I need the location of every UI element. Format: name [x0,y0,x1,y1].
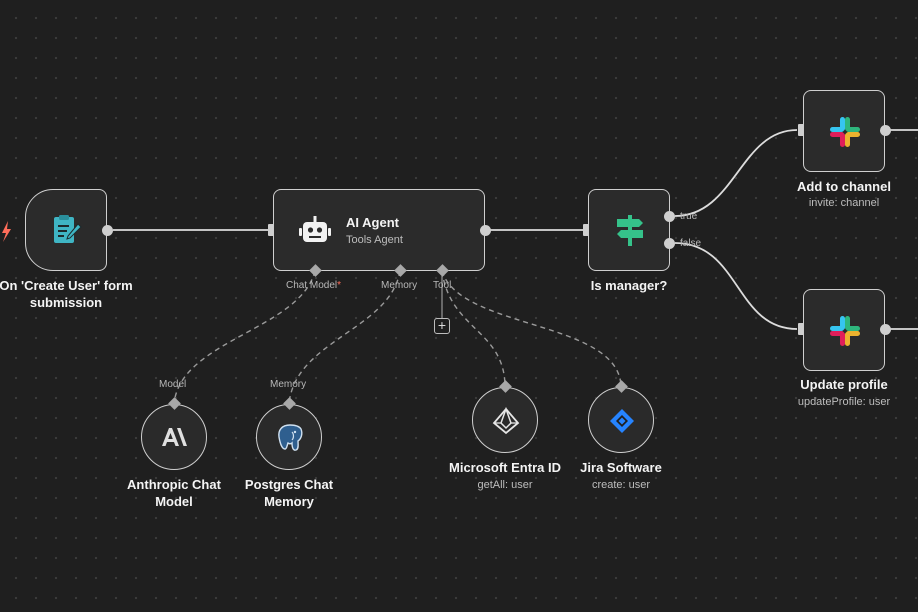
anthropic-title-line2: Model [155,494,193,509]
postgres-elephant-icon [274,422,306,454]
trigger-bolt-shape [2,221,11,242]
chat-model-port-text: Chat Model [286,280,338,291]
slack-add-subtitle: invite: channel [808,197,880,209]
postgres-title-line1: Postgres Chat [244,477,334,492]
anthropic-icon [160,424,188,450]
if-false-label: false [680,238,702,249]
slack-update-node[interactable] [803,289,885,371]
slack-add-input-handle[interactable] [798,124,804,136]
entra-subtitle: getAll: user [477,479,533,491]
trigger-output-handle[interactable] [102,225,113,236]
if-true-handle[interactable] [664,211,675,222]
entra-node[interactable] [472,387,538,453]
slack-icon [828,314,862,348]
slack-update-output-handle[interactable] [880,324,891,335]
postgres-title: Postgres Chat Memory [224,476,354,510]
edge-tool-entra [441,270,506,388]
slack-update-input-handle[interactable] [798,323,804,335]
slack-icon [828,115,862,149]
agent-title: AI Agent [346,215,399,230]
slack-add-title: Add to channel [797,179,891,194]
trigger-title-line2: submission [29,295,103,310]
trigger-title-line1: On 'Create User' form [0,278,133,293]
ai-agent-node[interactable]: AI Agent Tools Agent [273,189,485,271]
jira-icon [608,407,636,435]
trigger-node[interactable] [25,189,107,271]
slack-update-subtitle: updateProfile: user [797,396,891,408]
agent-chat-model-label: Chat Model* [286,280,341,291]
form-clipboard-icon [50,214,82,246]
postgres-title-line2: Memory [264,494,314,509]
agent-subtitle: Tools Agent [346,234,403,246]
edge-if-false [674,242,798,330]
agent-tool-label: Tool [433,280,452,291]
is-manager-node[interactable] [588,189,670,271]
postgres-node[interactable] [256,404,322,470]
if-true-label: true [680,211,698,222]
signpost-icon [612,212,648,248]
if-input-handle[interactable] [583,224,589,236]
anthropic-title-line1: Anthropic Chat [127,477,221,492]
robot-icon [298,214,332,248]
jira-node[interactable] [588,387,654,453]
required-marker: * [337,280,342,291]
entra-id-icon [492,407,520,435]
agent-input-handle[interactable] [268,224,274,236]
anthropic-node[interactable] [141,404,207,470]
agent-output-handle[interactable] [480,225,491,236]
jira-title: Jira Software [580,460,662,475]
anthropic-title: Anthropic Chat Model [109,476,239,510]
anthropic-port-label: Model [159,379,187,390]
add-tool-button[interactable]: + [434,318,450,334]
if-false-handle[interactable] [664,238,675,249]
agent-memory-label: Memory [381,280,418,291]
slack-update-title: Update profile [800,377,888,392]
jira-subtitle: create: user [591,479,651,491]
postgres-port-label: Memory [270,379,307,390]
entra-title: Microsoft Entra ID [449,460,561,475]
if-title: Is manager? [590,278,668,293]
slack-add-output-handle[interactable] [880,125,891,136]
trigger-title: On 'Create User' form submission [0,277,142,311]
slack-add-node[interactable] [803,90,885,172]
